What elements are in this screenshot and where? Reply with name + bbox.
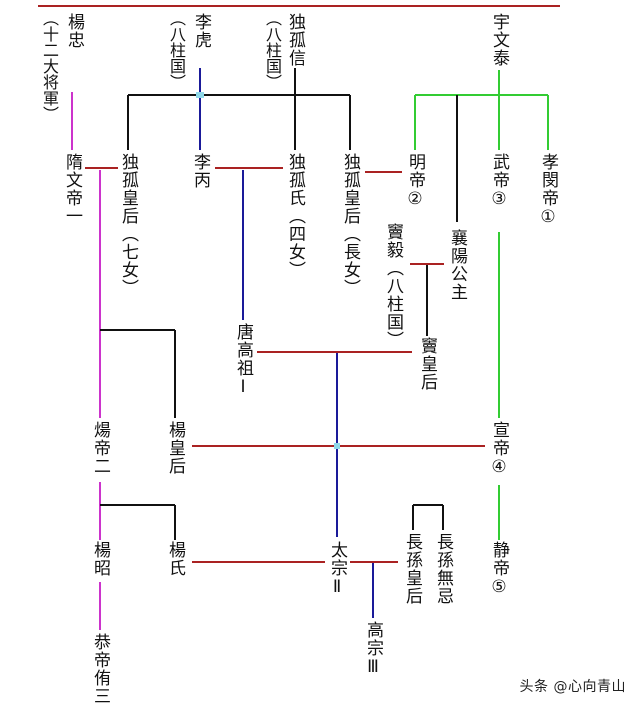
person-dugu-qinu: 独孤皇后（七女） xyxy=(118,152,138,298)
person-gaozong: 高宗Ⅲ xyxy=(363,620,383,679)
person-ming-di: 明帝② xyxy=(405,152,425,211)
note-li-hu: （八柱国） xyxy=(167,10,186,90)
person-li-bing: 李丙 xyxy=(190,152,210,190)
person-wu-di: 武帝③ xyxy=(489,152,509,211)
junction-dot xyxy=(196,92,204,98)
person-yang-huanghou: 楊皇后 xyxy=(165,420,185,476)
person-dou-yi: 竇毅（八柱国） xyxy=(383,222,403,350)
person-xiaomin-di: 孝閔帝① xyxy=(538,152,558,229)
person-yang-zhao: 楊昭 xyxy=(90,540,110,578)
person-yuwen-tai: 宇文泰 xyxy=(489,12,509,68)
person-jing-di: 静帝⑤ xyxy=(489,540,509,599)
watermark: 头条 @心向青山 xyxy=(519,679,626,695)
person-dugu-sinu: 独孤氏（四女） xyxy=(285,152,305,280)
person-dugu-changnu: 独孤皇后（長女） xyxy=(340,152,360,298)
person-gong-di: 恭帝侑三 xyxy=(90,632,110,706)
person-zhangsun-wuji: 長孫無忌 xyxy=(433,532,453,606)
person-gaozu: 唐高祖Ⅰ xyxy=(233,322,253,399)
person-taizong: 太宗Ⅱ xyxy=(327,540,347,599)
person-yang-shi: 楊氏 xyxy=(165,540,185,578)
person-yang-zhong: 楊忠 xyxy=(64,12,84,50)
person-xuan-di: 宣帝④ xyxy=(489,420,509,479)
note-dugu-xin: （八柱国） xyxy=(263,10,282,90)
person-xiangyang-gongzhu: 襄陽公主 xyxy=(447,228,467,302)
junction-dot xyxy=(334,443,340,449)
person-dugu-xin: 独孤信 xyxy=(285,12,305,68)
note-yang-zhong: （十二大将軍） xyxy=(40,10,59,122)
person-zhangsun-huanghou: 長孫皇后 xyxy=(402,532,422,606)
person-li-hu: 李虎 xyxy=(191,12,211,50)
person-dou-huanghou: 竇皇后 xyxy=(417,336,437,392)
person-wen-di: 隋文帝一 xyxy=(62,152,82,226)
person-yang-di: 煬帝二 xyxy=(90,420,110,476)
